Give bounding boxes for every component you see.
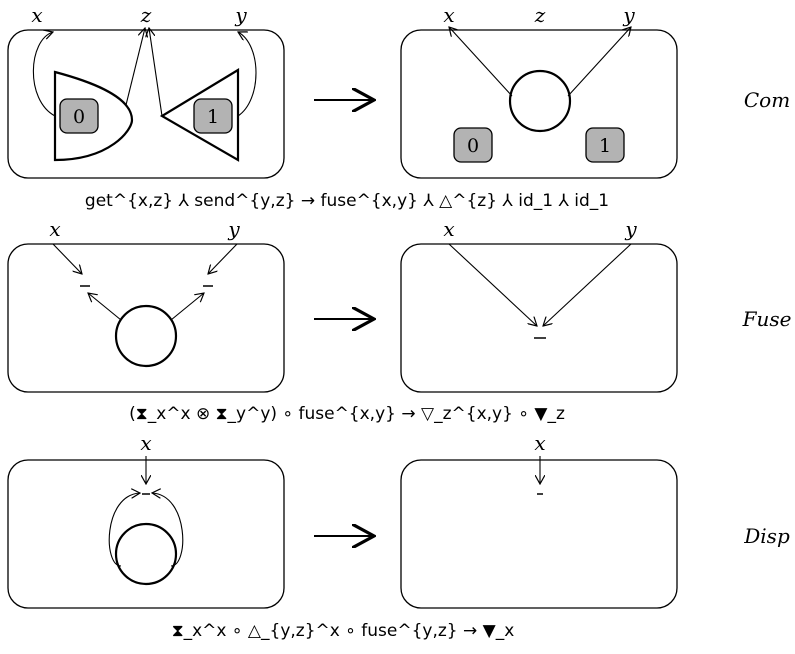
lhs-box <box>7 243 285 393</box>
rule-disp: x x Disp ⧗_x^x ∘ △_{y,z}^x ∘ fuse^{y,z} … <box>7 431 790 641</box>
send-node <box>159 68 240 162</box>
rule-fuse: x y x y Fuse (⧗_x^x ⊗ ⧗_y^y) ∘ fuse^{x,y… <box>7 217 792 424</box>
rhs-wire-label-z: z <box>534 3 546 27</box>
badge-1-label: 1 <box>207 106 219 128</box>
wire-z-get <box>125 28 145 106</box>
loop-wire-left <box>108 493 140 567</box>
rule-name-disp: Disp <box>743 524 790 548</box>
rhs-wire-label-x: x <box>443 3 454 27</box>
rhs-box <box>400 243 678 393</box>
rhs-box <box>400 29 678 179</box>
fuse-wire-y <box>170 293 204 321</box>
wire-label-x: x <box>31 3 42 27</box>
badge-0 <box>59 98 99 134</box>
wire-y-in <box>208 243 238 274</box>
rhs-wire-label-y: y <box>622 3 635 27</box>
rhs-box <box>400 459 678 609</box>
wire-z-send <box>149 28 163 117</box>
get-node <box>53 70 134 162</box>
rhs-badge-0-label: 0 <box>467 135 479 157</box>
rhs-wire-y <box>543 243 632 326</box>
rhs-wire-label-x: x <box>443 217 454 241</box>
badge-0-label: 0 <box>73 106 85 128</box>
equation-disp: ⧗_x^x ∘ △_{y,z}^x ∘ fuse^{y,z} → ▼_x <box>172 621 515 641</box>
wire-label-y: y <box>227 217 240 241</box>
wire-label-y: y <box>234 3 247 27</box>
wire-label-z: z <box>140 3 152 27</box>
loop-wire-right <box>152 493 184 567</box>
wire-label-x: x <box>140 431 151 455</box>
badge-1 <box>193 98 233 134</box>
rhs-badge-1 <box>585 127 625 163</box>
fuse-node <box>114 304 178 368</box>
equation-fuse: (⧗_x^x ⊗ ⧗_y^y) ∘ fuse^{x,y} → ▽_z^{x,y}… <box>129 404 565 424</box>
fuse-node <box>508 69 572 133</box>
rhs-wire-label-y: y <box>624 217 637 241</box>
fuse-wire-x <box>88 293 122 321</box>
wire-x-in <box>52 243 82 274</box>
rhs-badge-1-label: 1 <box>599 135 611 157</box>
rhs-wire-x <box>449 27 513 97</box>
fuse-node <box>114 522 178 586</box>
rhs-wire-label-x: x <box>534 431 545 455</box>
equation-com: get^{x,z} ⅄ send^{y,z} → fuse^{x,y} ⅄ △^… <box>85 191 609 211</box>
wire-y <box>238 32 257 117</box>
wire-label-x: x <box>49 217 60 241</box>
rule-name-fuse: Fuse <box>742 307 792 331</box>
wire-x <box>32 32 56 117</box>
rule-name-com: Com <box>744 88 790 112</box>
rhs-wire-x <box>448 243 537 326</box>
rhs-wire-y <box>567 27 631 97</box>
lhs-box <box>7 29 285 179</box>
rhs-badge-0 <box>453 127 493 163</box>
rule-com: x z y 0 1 x z y 0 1 Com get^{x,z} ⅄ <box>7 3 790 211</box>
